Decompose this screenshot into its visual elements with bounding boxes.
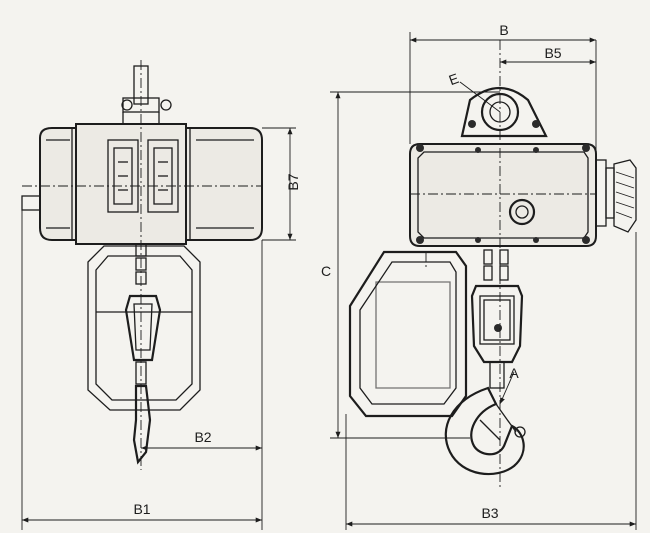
label-b5: B5 bbox=[544, 45, 561, 61]
label-e: E bbox=[447, 70, 461, 88]
side-chain-hook bbox=[444, 249, 526, 476]
front-top-lug bbox=[121, 65, 172, 126]
label-b7: B7 bbox=[285, 173, 301, 190]
label-b2: B2 bbox=[194, 429, 211, 445]
side-chain-bag bbox=[348, 250, 468, 418]
side-top-suspension bbox=[460, 87, 548, 138]
label-b3: B3 bbox=[481, 505, 498, 521]
label-b: B bbox=[499, 22, 508, 38]
front-view: B7 B2 B1 bbox=[21, 60, 301, 530]
front-chain-hook bbox=[124, 243, 162, 465]
label-a: A bbox=[509, 365, 519, 381]
front-motor-housing bbox=[21, 123, 263, 245]
side-view: B B5 E C A B3 bbox=[321, 22, 637, 530]
side-motor-body bbox=[409, 143, 637, 247]
front-chain-bag bbox=[87, 245, 201, 411]
label-c: C bbox=[321, 263, 331, 279]
label-b1: B1 bbox=[133, 501, 150, 517]
